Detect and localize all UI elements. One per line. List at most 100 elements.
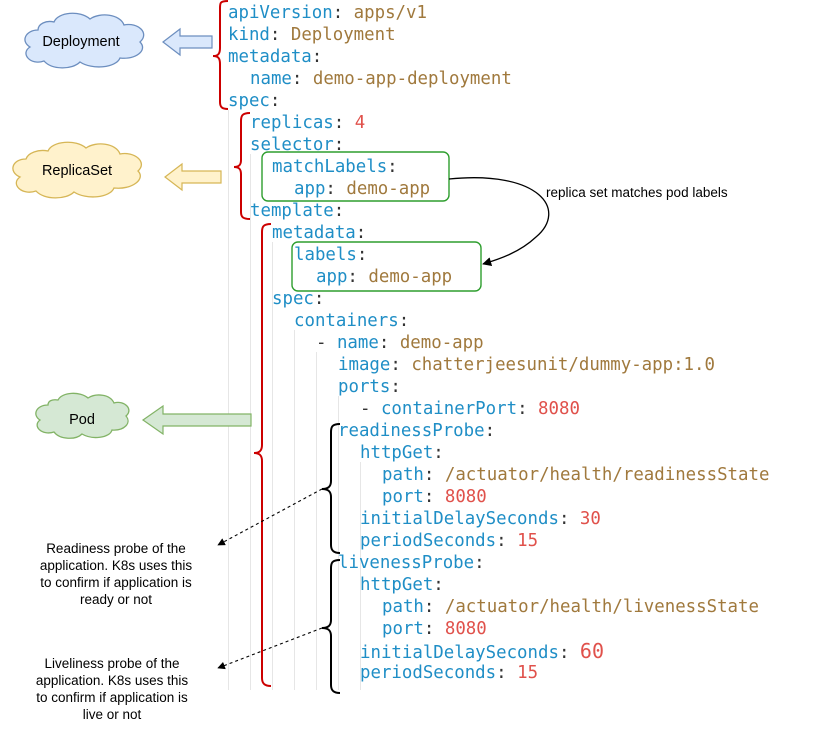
liveness-note-line: Liveliness probe of the	[44, 656, 180, 671]
yaml-line-readiness-port: port: 8080	[382, 487, 487, 507]
replica-match-annotation: replica set matches pod labels	[546, 185, 728, 200]
yaml-key: httpGet	[360, 443, 434, 463]
indent-guide	[294, 330, 295, 690]
liveness-note-line: live or not	[82, 707, 142, 722]
yaml-value: /actuator/health/readinessState	[444, 465, 770, 485]
replicaset-cloud: ReplicaSet	[12, 141, 143, 199]
pod-label: Pod	[69, 412, 95, 428]
indent-guide	[316, 352, 317, 690]
yaml-key: name	[336, 333, 379, 353]
yaml-key: path	[382, 597, 424, 617]
yaml-line-template-metadata: metadata:	[272, 223, 367, 243]
yaml-line-liveness-path: path: /actuator/health/livenessState	[382, 597, 759, 617]
yaml-line-template: template:	[250, 201, 345, 221]
yaml-line-liveness-port: port: 8080	[382, 619, 487, 639]
readiness-note-line: to confirm if application is	[40, 575, 192, 590]
yaml-line-liveness-httpGet: httpGet:	[360, 575, 444, 595]
yaml-line-readiness-path: path: /actuator/health/readinessState	[382, 465, 770, 485]
yaml-value: chatterjeesunit/dummy-app:1.0	[411, 355, 715, 375]
liveness-note-line: to confirm if application is	[36, 690, 188, 705]
yaml-line-selector: selector:	[250, 135, 345, 155]
replicaset-bracket	[233, 112, 251, 220]
pod-labels-box	[291, 241, 482, 292]
readiness-note-arrow	[217, 488, 323, 546]
indent-guide	[228, 110, 229, 690]
pod-bracket	[253, 223, 272, 687]
yaml-value: 8080	[444, 619, 487, 639]
yaml-value: demo-app	[399, 333, 484, 353]
yaml-value: 8080	[444, 487, 487, 507]
readiness-note-line: application. K8s uses this	[39, 558, 193, 573]
yaml-key: app	[316, 267, 348, 287]
yaml-line-metadata: metadata:	[228, 47, 323, 67]
indent-guide	[360, 462, 361, 690]
yaml-line-matchLabels: matchLabels:	[272, 157, 398, 177]
yaml-line-readiness-period: periodSeconds: 15	[360, 531, 539, 551]
yaml-value: 4	[354, 113, 366, 133]
yaml-key: replicas	[250, 113, 334, 133]
yaml-key: containerPort	[380, 399, 518, 419]
yaml-key: image	[338, 355, 391, 375]
yaml-line-liveness-initialDelay: initialDelaySeconds: 60	[360, 639, 604, 663]
yaml-key: periodSeconds	[360, 531, 497, 551]
deployment-bracket	[212, 0, 229, 110]
deployment-label: Deployment	[42, 34, 119, 50]
readiness-note-line: ready or not	[79, 592, 153, 607]
yaml-line-readiness-httpGet: httpGet:	[360, 443, 444, 463]
yaml-key: spec	[272, 289, 314, 309]
yaml-line-containerPort: - containerPort: 8080	[360, 399, 580, 419]
indent-guide	[272, 242, 273, 690]
readiness-note: Readiness probe of the application. K8s …	[18, 540, 214, 608]
label-match-arrow	[448, 177, 550, 267]
yaml-line-metadata-name: name: demo-app-deployment	[250, 69, 512, 89]
yaml-line-template-spec: spec:	[272, 289, 325, 309]
yaml-key: metadata	[272, 223, 356, 243]
yaml-line-image: image: chatterjeesunit/dummy-app:1.0	[338, 355, 715, 375]
deployment-cloud: Deployment	[24, 12, 145, 69]
yaml-key: initialDelaySeconds	[360, 643, 559, 663]
deployment-arrow-icon	[162, 27, 213, 57]
readiness-bracket	[321, 423, 341, 554]
yaml-line-kind: kind: Deployment	[228, 25, 396, 45]
yaml-value: /actuator/health/livenessState	[444, 597, 759, 617]
yaml-key: containers	[294, 311, 399, 331]
liveness-note-arrow	[217, 627, 323, 670]
yaml-value: Deployment	[290, 25, 396, 45]
yaml-line-labels-app: app: demo-app	[316, 267, 453, 287]
yaml-line-liveness-period: periodSeconds: 15	[360, 663, 539, 683]
liveness-bracket	[321, 559, 341, 694]
yaml-key: initialDelaySeconds	[360, 509, 559, 529]
yaml-key: app	[294, 179, 326, 199]
yaml-key: spec	[228, 91, 270, 111]
indent-guide	[338, 396, 339, 690]
matchlabels-box	[261, 151, 450, 202]
readiness-note-line: Readiness probe of the	[46, 541, 186, 556]
yaml-line-replicas: replicas: 4	[250, 113, 366, 133]
yaml-line-livenessProbe: livenessProbe:	[338, 553, 485, 573]
yaml-key: selector	[250, 135, 334, 155]
yaml-line-labels: labels:	[294, 245, 368, 265]
liveness-note-line: application. K8s uses this	[35, 673, 189, 688]
yaml-line-ports: ports:	[338, 377, 401, 397]
yaml-line-spec: spec:	[228, 91, 281, 111]
yaml-key: metadata	[228, 47, 312, 67]
yaml-line-container-name: - name: demo-app	[316, 333, 484, 353]
yaml-key: port	[382, 619, 424, 639]
yaml-value: 15	[517, 531, 539, 551]
yaml-value: demo-app	[368, 267, 453, 287]
yaml-value: demo-app	[346, 179, 431, 199]
yaml-line-containers: containers:	[294, 311, 410, 331]
yaml-value: 8080	[538, 399, 580, 419]
yaml-key: labels	[294, 245, 357, 265]
yaml-key: name	[250, 69, 292, 89]
yaml-key: readinessProbe	[338, 421, 485, 441]
yaml-line-matchLabels-app: app: demo-app	[294, 179, 431, 199]
yaml-line-apiVersion: apiVersion: apps/v1	[228, 3, 427, 23]
yaml-key: ports	[338, 377, 391, 397]
liveness-note: Liveliness probe of the application. K8s…	[14, 655, 210, 723]
yaml-key: path	[382, 465, 424, 485]
pod-cloud: Pod	[35, 392, 130, 439]
yaml-value: demo-app-deployment	[312, 69, 512, 89]
